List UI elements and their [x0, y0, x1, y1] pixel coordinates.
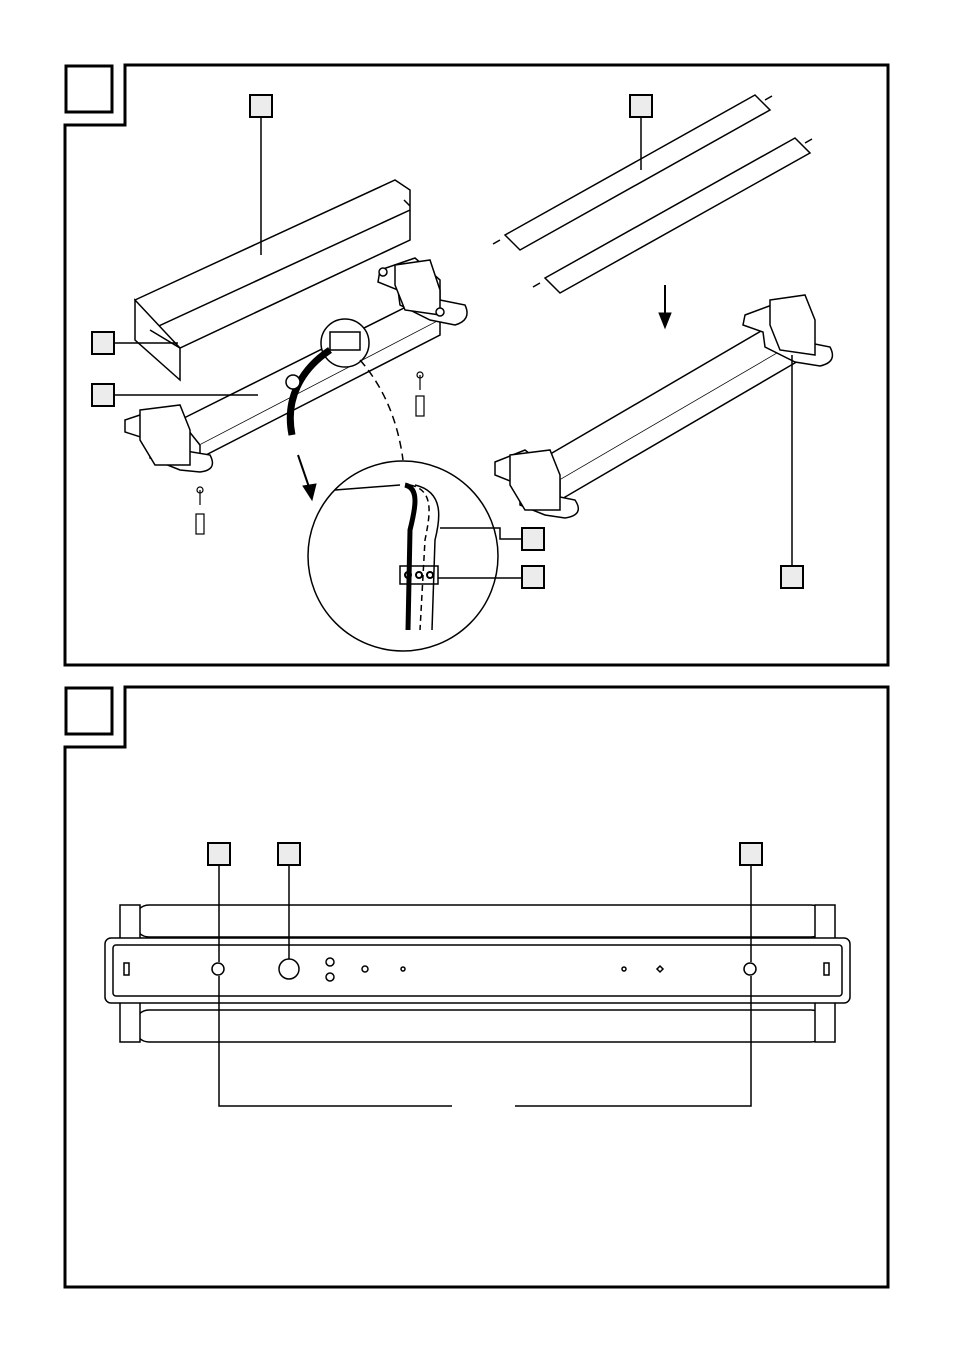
drawing-stroke — [361, 965, 369, 973]
figure-1-panel — [63, 63, 890, 667]
drawing-stroke — [207, 842, 763, 866]
drawing-stroke — [823, 962, 830, 976]
drawing-stroke — [149, 210, 411, 349]
callout-box — [780, 565, 804, 589]
callout-box — [739, 842, 763, 866]
drawing-stroke — [655, 964, 665, 974]
drawing-stroke — [359, 359, 404, 461]
drawing-stroke — [492, 95, 813, 288]
drawing-stroke — [378, 267, 388, 277]
drawing-stroke — [435, 307, 445, 317]
drawing-stroke — [123, 962, 130, 976]
assembled-fixture — [494, 294, 834, 519]
drawing-stroke — [139, 404, 191, 466]
callout-box — [91, 331, 115, 355]
callout-box — [277, 842, 301, 866]
fixture-cover — [133, 179, 411, 382]
drawing-stroke — [307, 460, 499, 652]
drawing-stroke — [409, 484, 430, 631]
arrow-down-left — [297, 454, 311, 491]
drawing-stroke — [404, 482, 418, 631]
callout-labels-figure-1 — [91, 94, 804, 589]
drawing-stroke — [415, 571, 423, 579]
drawing-stroke — [416, 371, 424, 379]
drawing-stroke — [63, 685, 890, 1289]
drawing-stroke — [325, 957, 335, 967]
drawing-stroke — [195, 513, 205, 535]
drawing-stroke — [91, 94, 804, 589]
drawing-stroke — [399, 565, 439, 585]
drawing-stroke — [426, 571, 434, 579]
drawing-stroke — [503, 94, 772, 251]
drawing-stroke — [211, 962, 225, 976]
drawing-stroke — [415, 395, 425, 417]
figure-1-number-box — [64, 64, 114, 114]
callout-box — [629, 94, 653, 118]
figure-2-panel — [63, 685, 890, 1289]
callout-box — [249, 94, 273, 118]
fluorescent-tubes — [492, 94, 813, 294]
callout-box — [521, 527, 545, 551]
drawing-stroke — [134, 904, 826, 938]
drawing-stroke — [134, 298, 181, 382]
drawing-stroke — [63, 63, 890, 667]
callout-box — [91, 383, 115, 407]
drawing-stroke — [134, 1009, 826, 1043]
drawing-stroke — [538, 319, 802, 481]
drawing-stroke — [658, 312, 672, 330]
drawing-stroke — [743, 962, 757, 976]
drawing-stroke — [133, 179, 411, 331]
drawing-stroke — [403, 199, 411, 207]
drawing-stroke — [285, 374, 301, 390]
drawing-stroke — [302, 483, 317, 502]
drawing-stroke — [509, 449, 561, 511]
drawing-stroke — [329, 331, 361, 351]
drawing-stroke — [559, 340, 801, 502]
drawing-stroke — [543, 137, 812, 294]
drawing-stroke — [404, 571, 412, 579]
fixture-rear-view — [104, 904, 851, 1043]
drawing-stroke — [112, 944, 843, 997]
terminal-block — [285, 318, 404, 461]
drawing-stroke — [218, 976, 752, 1107]
drawing-stroke — [218, 865, 752, 962]
drawing-stroke — [199, 320, 441, 460]
drawing-stroke — [320, 318, 370, 368]
wiring-detail-circle — [307, 460, 499, 652]
drawing-stroke — [394, 259, 441, 316]
callout-box — [521, 565, 545, 589]
drawing-stroke — [278, 958, 300, 980]
callout-labels-figure-2 — [207, 842, 763, 1107]
figure-2-number-box — [64, 686, 114, 736]
drawing-stroke — [414, 484, 440, 631]
drawing-stroke — [334, 484, 401, 491]
screw-and-plug-set — [195, 371, 425, 535]
drawing-stroke — [114, 117, 793, 579]
callout-box — [207, 842, 231, 866]
drawing-stroke — [325, 972, 335, 982]
drawing-stroke — [769, 294, 816, 356]
drawing-stroke — [196, 486, 204, 494]
drawing-stroke — [400, 966, 406, 972]
drawing-stroke — [621, 966, 627, 972]
